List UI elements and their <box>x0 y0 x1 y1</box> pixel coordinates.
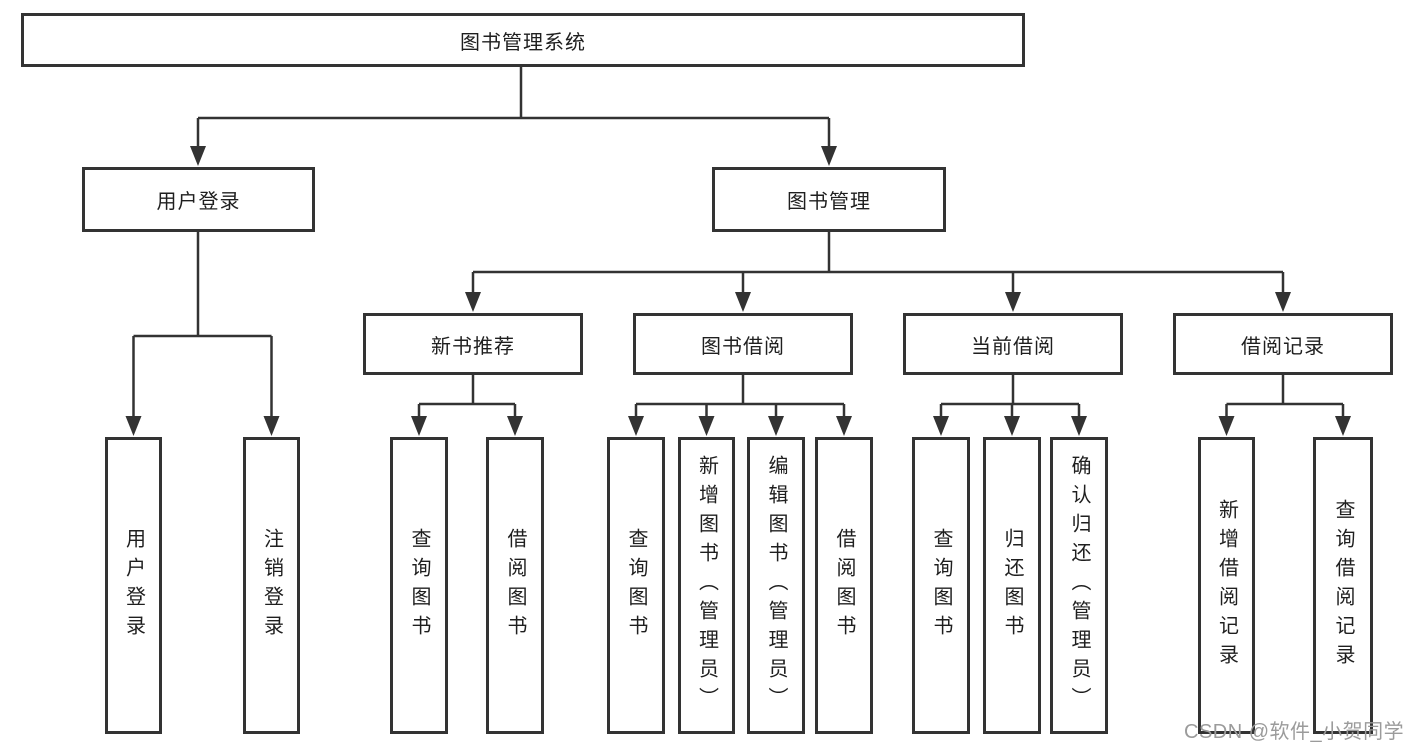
leaf-bb-borrow-books-label: 借阅图书 <box>833 527 855 644</box>
leaf-user-login-label: 用户登录 <box>122 527 145 644</box>
leaf-bb-edit-books-admin-label: 编辑图书（管理员） <box>765 455 787 716</box>
leaf-cb-return-books: 归还图书 <box>983 437 1041 734</box>
leaf-br-add-record-label: 新增借阅记录 <box>1215 498 1238 673</box>
leaf-user-login: 用户登录 <box>105 437 162 734</box>
node-current-borrowing: 当前借阅 <box>903 313 1123 375</box>
leaf-bb-edit-books-admin: 编辑图书（管理员） <box>747 437 805 734</box>
leaf-cb-confirm-return-admin-label: 确认归还（管理员） <box>1068 455 1090 716</box>
leaf-nb-query-books-label: 查询图书 <box>408 527 430 644</box>
leaf-bb-add-books-admin: 新增图书（管理员） <box>678 437 735 734</box>
leaf-nb-borrow-books-label: 借阅图书 <box>504 527 526 644</box>
leaf-logout: 注销登录 <box>243 437 300 734</box>
node-new-book-recommend: 新书推荐 <box>363 313 583 375</box>
watermark: CSDN @软件_小贺同学 <box>1184 721 1405 743</box>
leaf-nb-query-books: 查询图书 <box>390 437 448 734</box>
leaf-cb-query-books-label: 查询图书 <box>930 527 952 644</box>
node-library-management-system: 图书管理系统 <box>21 13 1025 67</box>
leaf-nb-borrow-books: 借阅图书 <box>486 437 544 734</box>
edge-arrowheads <box>125 146 1351 436</box>
leaf-cb-return-books-label: 归还图书 <box>1001 527 1023 644</box>
leaf-cb-confirm-return-admin: 确认归还（管理员） <box>1050 437 1108 734</box>
leaf-bb-query-books-label: 查询图书 <box>625 527 647 644</box>
leaf-bb-borrow-books: 借阅图书 <box>815 437 873 734</box>
leaf-cb-query-books: 查询图书 <box>912 437 970 734</box>
leaf-bb-query-books: 查询图书 <box>607 437 665 734</box>
node-user-login: 用户登录 <box>82 167 315 232</box>
leaf-logout-label: 注销登录 <box>260 527 283 644</box>
node-book-management: 图书管理 <box>712 167 946 232</box>
leaf-br-query-record: 查询借阅记录 <box>1313 437 1373 734</box>
leaf-br-query-record-label: 查询借阅记录 <box>1332 498 1354 673</box>
leaf-bb-add-books-admin-label: 新增图书（管理员） <box>695 455 718 716</box>
edge-lines <box>132 67 1345 418</box>
node-borrowing-records: 借阅记录 <box>1173 313 1393 375</box>
node-book-borrowing: 图书借阅 <box>633 313 853 375</box>
leaf-br-add-record: 新增借阅记录 <box>1198 437 1255 734</box>
